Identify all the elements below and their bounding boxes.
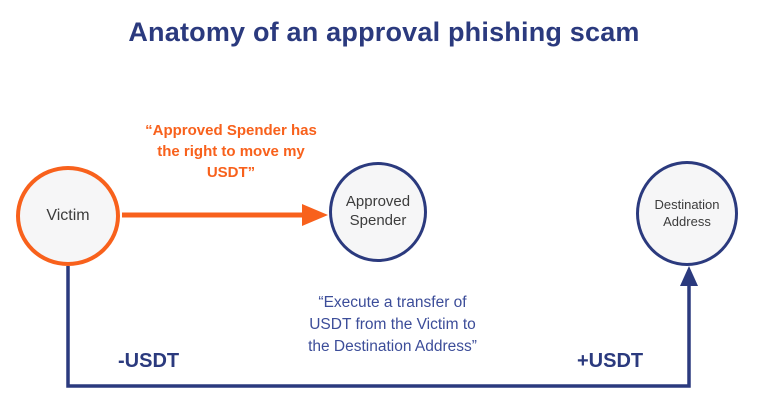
transfer-quote: “Execute a transfer of USDT from the Vic… xyxy=(290,292,495,358)
approval-quote: “Approved Spender has the right to move … xyxy=(131,120,331,183)
page-title: Anatomy of an approval phishing scam xyxy=(128,17,640,47)
approval-arrowhead-icon xyxy=(302,204,328,226)
transfer-arrowhead-icon xyxy=(680,266,698,286)
approval-quote-line: “Approved Spender has xyxy=(145,122,317,139)
node-victim: Victim xyxy=(16,166,120,266)
approval-quote-line: USDT” xyxy=(206,164,256,181)
destination-amount-label: +USDT xyxy=(577,350,644,372)
node-approved-spender-label: Approved Spender xyxy=(345,193,411,229)
transfer-quote-line: “Execute a transfer of xyxy=(318,294,467,311)
node-approved-spender: Approved Spender xyxy=(329,162,427,262)
victim-amount-label: -USDT xyxy=(118,350,180,372)
transfer-quote-line: USDT from the Victim to xyxy=(309,316,476,333)
node-victim-label: Victim xyxy=(46,207,90,224)
approval-quote-line: the right to move my xyxy=(157,143,305,160)
node-destination-address: Destination Address xyxy=(636,161,738,266)
transfer-quote-line: the Destination Address” xyxy=(308,338,477,355)
node-destination-address-label: Destination Address xyxy=(654,197,720,229)
transfer-path-line xyxy=(66,266,691,388)
